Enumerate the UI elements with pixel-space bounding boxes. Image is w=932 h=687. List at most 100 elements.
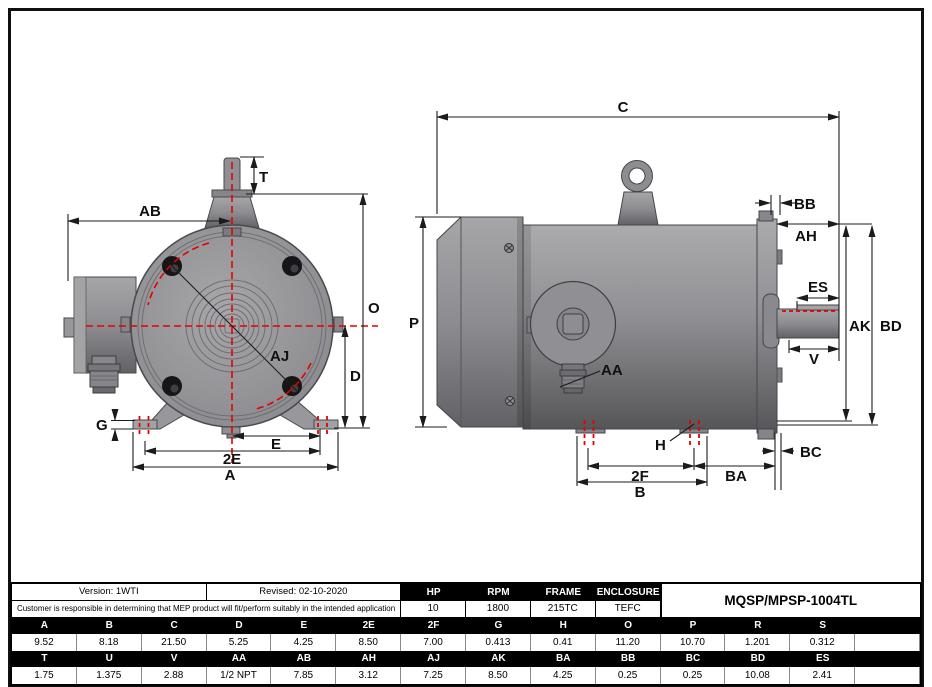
side-dimension-labels: C P BB AH ES AK BD V AA H 2F BA B BC [409, 99, 902, 501]
side-eyebolt [617, 160, 659, 226]
left-tab [120, 316, 131, 333]
dim-value: 7.25 [401, 667, 466, 684]
dim-value: 2.88 [142, 667, 207, 684]
dim-header: G [465, 617, 531, 634]
dim-value: 11.20 [596, 633, 661, 651]
dim-value: 0.413 [466, 633, 531, 651]
dim-label-ba: BA [725, 468, 747, 485]
spec-header-frame: FRAME [530, 584, 596, 601]
motor-dimension-drawing: T AB O D AJ G E 2E A [63, 99, 902, 501]
dim-label-aa: AA [601, 362, 623, 379]
shaft [762, 293, 840, 349]
dim-value: 4.25 [271, 633, 337, 651]
dim-value: 8.50 [466, 667, 531, 684]
dim-header: R [725, 617, 791, 634]
conduit-fitting-icon [87, 355, 121, 394]
dim-header [855, 617, 920, 634]
dim-value: 1.75 [12, 667, 77, 684]
conduit-box-front [63, 276, 137, 394]
dim-label-ah: AH [795, 228, 817, 245]
dim-value: 10.70 [661, 633, 726, 651]
fan-cover [436, 216, 524, 428]
dim-value: 1/2 NPT [207, 667, 272, 684]
dim-label-g: G [96, 417, 108, 434]
front-dimension-labels: T AB O D AJ G E 2E A [96, 169, 380, 484]
dim-header: 2F [401, 617, 466, 634]
dim-header: T [12, 650, 77, 668]
aj-bolt-circle-line [165, 259, 299, 393]
side-dimensions [415, 111, 878, 490]
dim-label-bd: BD [880, 318, 902, 335]
dim-label-v: V [809, 351, 819, 368]
dim-header: P [660, 617, 726, 634]
side-hole-centerlines [583, 420, 700, 448]
dim-header: BB [595, 650, 661, 668]
spec-value-hp: 10 [401, 600, 466, 618]
dim-label-bc: BC [800, 444, 822, 461]
dim-header: AH [336, 650, 402, 668]
dim-label-b: B [635, 484, 646, 501]
dim-value: 7.85 [271, 667, 337, 684]
dim-label-t: T [259, 169, 268, 186]
dim-value: 0.312 [790, 633, 856, 651]
aa-leader-line [559, 370, 601, 388]
dim-header: 2E [336, 617, 402, 634]
front-dimensions [67, 156, 370, 471]
dim-header: BA [530, 650, 596, 668]
dim-header: E [271, 617, 337, 634]
dim-header: BC [660, 650, 726, 668]
dim-header: B [76, 617, 142, 634]
dim-header: D [206, 617, 272, 634]
dim-value: 1.375 [77, 667, 142, 684]
dim-value: 1.201 [725, 633, 791, 651]
dim-header: C [141, 617, 207, 634]
model-number: MQSP/MPSP-1004TL [660, 584, 920, 618]
cover-screw-icon [505, 396, 515, 406]
dim-label-o: O [368, 300, 380, 317]
dim-header: S [790, 617, 856, 634]
dim-label-a: A [225, 467, 236, 484]
dim-value: 9.52 [12, 633, 77, 651]
dim-value: 5.25 [207, 633, 272, 651]
version-cell: Version: 1WTI [12, 584, 207, 601]
dim-header: O [595, 617, 661, 634]
dim-value: 21.50 [142, 633, 207, 651]
dim-header: AK [465, 650, 531, 668]
side-view: C P BB AH ES AK BD V AA H 2F BA B BC [409, 99, 902, 501]
bolt-circle-arc [255, 362, 312, 410]
dim-header: AB [271, 650, 337, 668]
h-leader-line [669, 423, 695, 442]
dim-header [855, 650, 920, 668]
revised-cell: Revised: 02-10-2020 [206, 584, 402, 601]
dim-header: AJ [401, 650, 466, 668]
dim-header: U [76, 650, 142, 668]
dim-value: 8.18 [77, 633, 142, 651]
spec-value-enclosure: TEFC [596, 600, 661, 618]
dim-label-h: H [655, 437, 666, 454]
dim-value: 0.41 [531, 633, 596, 651]
spec-header-hp: HP [401, 584, 466, 601]
spec-header-rpm: RPM [465, 584, 531, 601]
dim-header: ES [790, 650, 856, 668]
conduit-cover-side [526, 280, 617, 394]
dim-header: BD [725, 650, 791, 668]
dim-value: 2.41 [790, 667, 856, 684]
bolt-circle-arc [147, 242, 210, 306]
dim-value: 10.08 [725, 667, 791, 684]
spec-value-frame: 215TC [531, 600, 596, 618]
dim-label-d: D [350, 368, 361, 385]
dim-header: AA [206, 650, 272, 668]
dim-header: A [12, 617, 77, 634]
dim-label-ab: AB [139, 203, 161, 220]
dim-label-p: P [409, 315, 419, 332]
right-tab [333, 316, 344, 333]
cover-screw-icon [504, 243, 514, 253]
dim-value [855, 633, 920, 651]
dim-header: V [141, 650, 207, 668]
dim-value: 8.50 [336, 633, 402, 651]
dim-label-es: ES [808, 279, 828, 296]
dim-label-aj: AJ [270, 348, 289, 365]
dim-value: 3.12 [336, 667, 402, 684]
dim-label-2f: 2F [631, 468, 649, 485]
